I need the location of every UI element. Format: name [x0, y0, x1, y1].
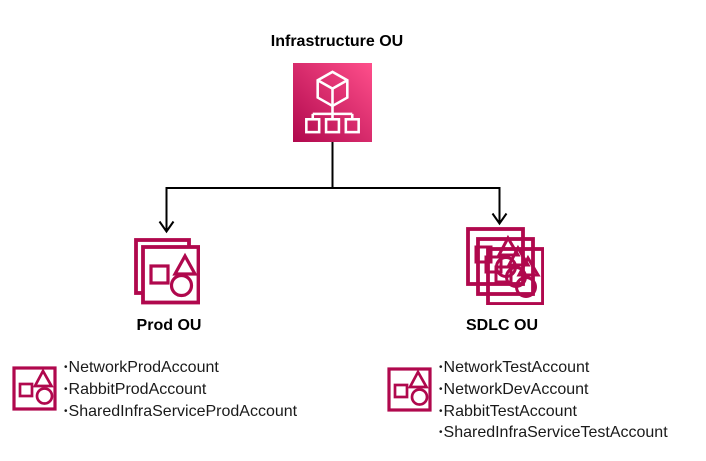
account-name: SharedInfraServiceTestAccount [443, 424, 668, 442]
list-item: •NetworkDevAccount [439, 379, 668, 401]
arrow-down-icon [158, 220, 175, 234]
bullet-icon: • [439, 383, 443, 395]
sdlc-ou-label: SDLC OU [466, 317, 538, 334]
account-name: SharedInfraServiceProdAccount [68, 402, 298, 420]
list-item: •RabbitProdAccount [64, 379, 297, 401]
bullet-icon: • [439, 362, 443, 373]
list-item: •NetworkTestAccount [439, 357, 668, 379]
account-name: NetworkTestAccount [443, 359, 590, 376]
account-resource-icon [12, 366, 57, 411]
account-name: NetworkDevAccount [443, 380, 589, 398]
list-item: •SharedInfraServiceTestAccount [439, 422, 668, 444]
account-name: RabbitProdAccount [68, 380, 207, 398]
prod-ou-accounts-icon [134, 238, 200, 305]
bullet-icon: • [439, 405, 443, 417]
organizational-unit-icon [293, 63, 372, 142]
arrow-down-icon [491, 212, 508, 226]
list-item: •RabbitTestAccount [439, 401, 668, 423]
bullet-icon: • [64, 405, 68, 417]
sdlc-account-list: •NetworkTestAccount •NetworkDevAccount •… [439, 357, 668, 444]
bullet-icon: • [64, 362, 68, 373]
account-name: NetworkProdAccount [68, 359, 219, 376]
list-item: •SharedInfraServiceProdAccount [64, 401, 297, 423]
list-item: •NetworkProdAccount [64, 357, 297, 379]
account-resource-icon [387, 367, 432, 412]
prod-ou-label: Prod OU [136, 317, 202, 334]
sdlc-ou-accounts-icon [466, 227, 544, 305]
bullet-icon: • [439, 427, 443, 439]
account-name: RabbitTestAccount [443, 402, 577, 420]
prod-account-list: •NetworkProdAccount •RabbitProdAccount •… [64, 357, 297, 422]
org-unit-glyph-icon [305, 70, 360, 134]
bullet-icon: • [64, 383, 68, 395]
root-ou-title: Infrastructure OU [270, 33, 404, 50]
